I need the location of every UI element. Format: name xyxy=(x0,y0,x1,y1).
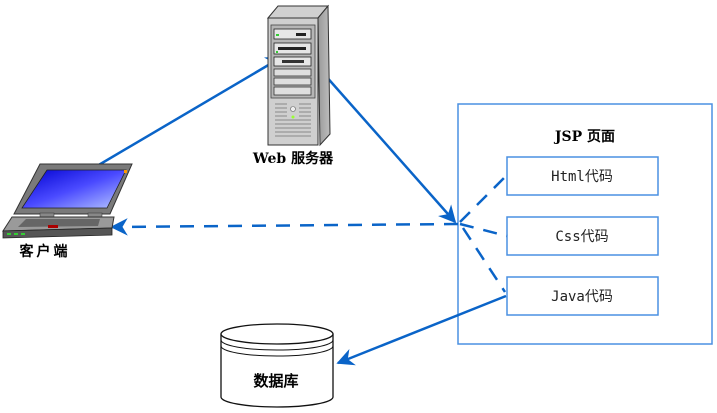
edge-hub-to-html xyxy=(459,174,508,223)
edge-hub-to-css xyxy=(459,222,508,238)
edge-client-to-server xyxy=(96,55,284,168)
client-label: 客户端 xyxy=(19,243,71,260)
css-code-label: Css代码 xyxy=(555,229,608,245)
web-server-label: Web 服务器 xyxy=(252,150,334,167)
laptop-icon xyxy=(2,163,133,239)
jsp-part-css: Css代码 xyxy=(506,216,659,256)
jsp-page-title: JSP 页面 xyxy=(553,129,615,145)
database-label: 数据库 xyxy=(253,372,298,390)
html-code-label: Html代码 xyxy=(551,169,613,185)
edge-hub-to-java xyxy=(461,227,507,293)
edge-server-to-jsp xyxy=(323,73,457,224)
server-tower-icon xyxy=(266,4,331,147)
database-cylinder-icon xyxy=(220,323,334,408)
edge-java-to-database xyxy=(336,294,507,366)
java-code-label: Java代码 xyxy=(551,289,613,305)
jsp-part-html: Html代码 xyxy=(506,156,659,196)
jsp-part-java: Java代码 xyxy=(506,276,659,316)
edge-jsp-to-client xyxy=(110,218,459,236)
